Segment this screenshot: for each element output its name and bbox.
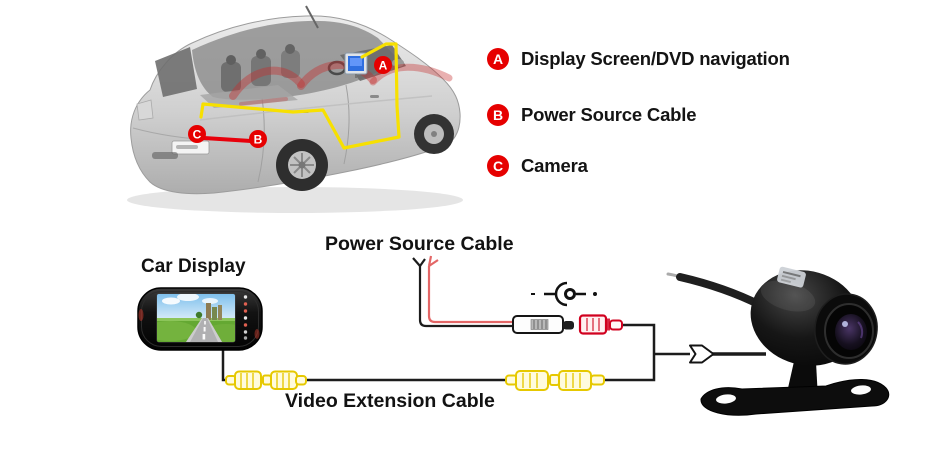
red-rca-connector	[578, 314, 623, 335]
rear-wheel	[276, 139, 328, 191]
rear-power-cable	[202, 136, 253, 143]
camera-cable-route	[199, 42, 401, 150]
power-wire-red	[427, 255, 512, 324]
car-display-label: Car Display	[141, 256, 246, 277]
monitor-buttons	[243, 295, 248, 340]
power-source-cable-label: Power Source Cable	[325, 233, 514, 255]
legend-label: Display Screen/DVD navigation	[521, 48, 790, 69]
rca-connector-pair-left	[225, 370, 307, 390]
legend-marker-c: C	[487, 155, 509, 177]
legend-label: Camera	[521, 155, 588, 176]
video-extension-cable-label: Video Extension Cable	[285, 390, 495, 412]
rca-connector-pair-right	[505, 370, 605, 391]
car-xray-illustration: A B C	[127, 5, 463, 213]
camera-label-sticker	[777, 266, 806, 288]
legend-marker-a: A	[487, 48, 509, 70]
dc-power-plug	[512, 315, 574, 334]
svg-text:B: B	[254, 133, 263, 147]
marker-b-car: B	[249, 130, 267, 148]
polarity-symbol-icon	[531, 281, 597, 307]
rear-camera-illustration	[666, 266, 890, 416]
legend-item-camera: C Camera	[487, 154, 588, 178]
svg-text:A: A	[379, 59, 388, 73]
video-cable-line	[221, 323, 766, 382]
front-wheel	[414, 114, 454, 154]
marker-a-car: A	[374, 56, 392, 74]
legend-item-display-screen: A Display Screen/DVD navigation	[487, 47, 790, 71]
marker-c-car: C	[188, 125, 206, 143]
connection-arrow-icon	[689, 344, 715, 364]
monitor-screen	[156, 293, 236, 343]
legend-label: Power Source Cable	[521, 104, 697, 125]
legend-item-power-source: B Power Source Cable	[487, 103, 696, 127]
svg-text:C: C	[193, 128, 202, 142]
car-display-monitor	[137, 287, 263, 351]
power-wire-black	[412, 257, 514, 328]
legend-marker-b: B	[487, 104, 509, 126]
red-watermark	[229, 61, 453, 106]
